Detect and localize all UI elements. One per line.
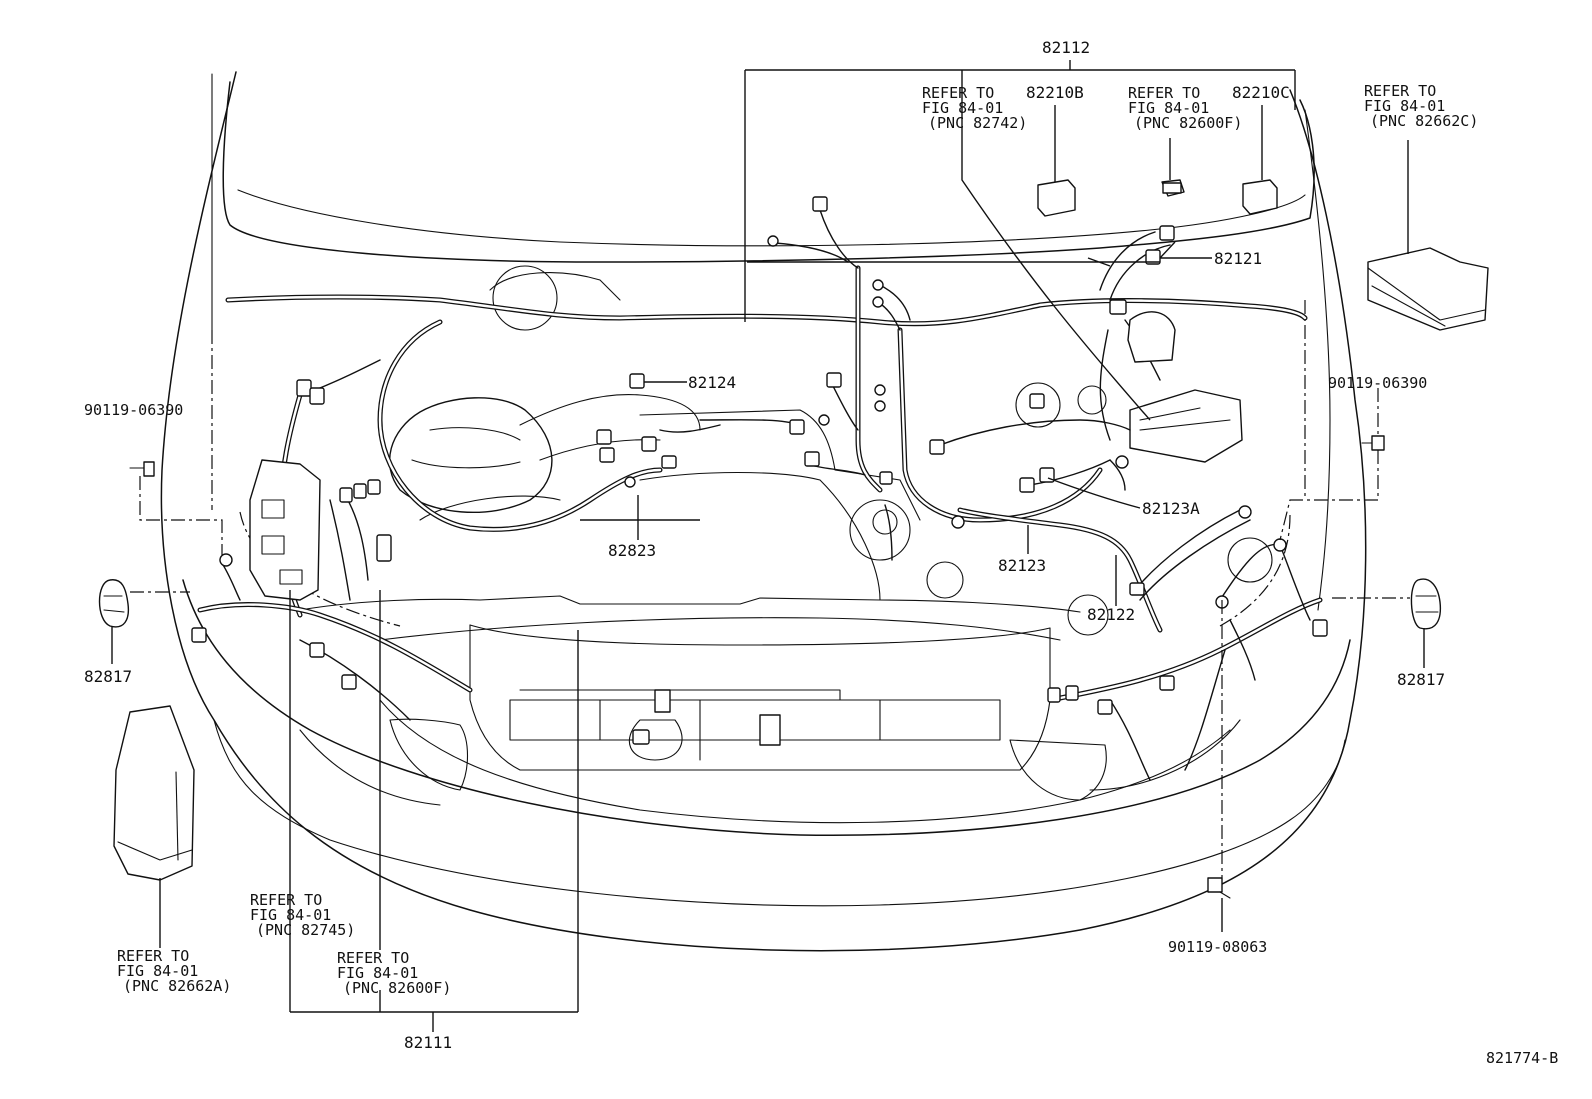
label-82817-left: 82817 <box>84 667 132 686</box>
label-82122: 82122 <box>1087 605 1135 624</box>
leader-lines <box>111 60 1425 1032</box>
vehicle-body-outline <box>160 71 1367 952</box>
label-82210c: 82210C <box>1232 83 1290 102</box>
label-bolt-90119-08063: 90119-08063 <box>1168 938 1267 956</box>
label-refer-82745: REFER TO FIG 84-01 (PNC 82745) <box>250 891 355 939</box>
figure-code: 821774-B <box>1486 1049 1558 1067</box>
label-82123a: 82123A <box>1142 499 1200 518</box>
label-refer-82662a: REFER TO FIG 84-01 (PNC 82662A) <box>117 947 231 995</box>
wire-harness-lines <box>197 209 1323 781</box>
label-82121: 82121 <box>1214 249 1262 268</box>
label-refer-82600f-bottom: REFER TO FIG 84-01 (PNC 82600F) <box>337 949 451 997</box>
bolt-90119-06390-left <box>129 461 155 477</box>
part-labels: 82112 REFER TO FIG 84-01 (PNC 82742) 822… <box>84 38 1558 1067</box>
bolt-90119-08063 <box>1207 877 1231 899</box>
relay-82210c <box>1242 179 1278 215</box>
label-82817-right: 82817 <box>1397 670 1445 689</box>
label-82210b: 82210B <box>1026 83 1084 102</box>
bolt-90119-06390-right <box>1361 435 1385 451</box>
harness-connectors <box>191 196 1328 745</box>
label-refer-82742: REFER TO FIG 84-01 (PNC 82742) <box>922 84 1027 132</box>
loose-parts <box>98 179 1489 899</box>
label-82111: 82111 <box>404 1033 452 1052</box>
label-82124: 82124 <box>688 373 736 392</box>
label-82823: 82823 <box>608 541 656 560</box>
label-bolt-90119-06390-left: 90119-06390 <box>84 401 183 419</box>
label-refer-82600f-top: REFER TO FIG 84-01 (PNC 82600F) <box>1128 84 1242 132</box>
clamp-82817-left <box>98 579 130 628</box>
clamp-82817-right <box>1410 578 1442 630</box>
label-82112: 82112 <box>1042 38 1090 57</box>
fuse-box-cover-right <box>1367 247 1489 331</box>
fuse-box-cover-left <box>113 705 195 881</box>
label-82123: 82123 <box>998 556 1046 575</box>
engine-bay-components <box>388 265 1273 761</box>
label-refer-82662c: REFER TO FIG 84-01 (PNC 82662C) <box>1364 82 1478 130</box>
label-bolt-90119-06390-right: 90119-06390 <box>1328 374 1427 392</box>
relay-82210b <box>1037 179 1076 217</box>
